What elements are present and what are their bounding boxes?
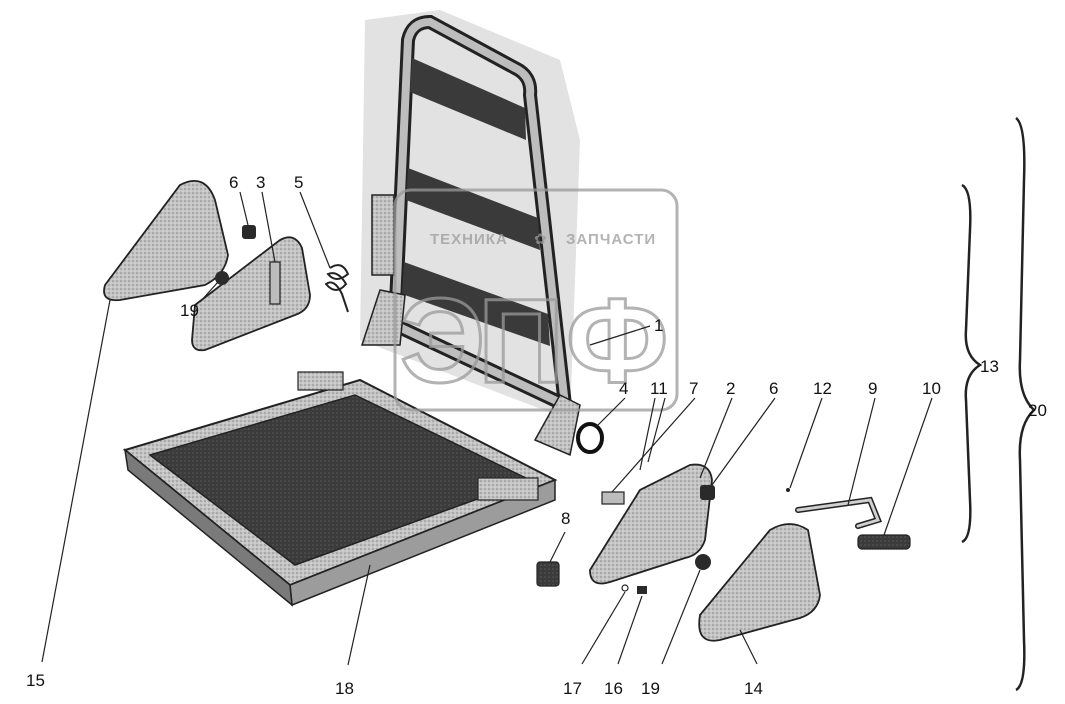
callout-7: 7 — [689, 379, 698, 398]
callout-6b: 6 — [769, 379, 778, 398]
callout-3: 3 — [256, 173, 265, 192]
watermark-letter-1: Э — [400, 274, 485, 408]
right-cap — [695, 554, 711, 570]
left-bolt — [242, 225, 256, 239]
callout-18: 18 — [335, 679, 354, 698]
callout-1: 1 — [654, 316, 663, 335]
callout-19a: 19 — [180, 301, 199, 320]
callout-9: 9 — [868, 379, 877, 398]
left-bracket-pin — [269, 261, 281, 305]
callout-8: 8 — [561, 509, 570, 528]
roller — [536, 561, 560, 587]
right-spring — [576, 422, 604, 454]
callout-19b: 19 — [641, 679, 660, 698]
right-bolt — [700, 485, 715, 500]
watermark-letter-2: П — [478, 274, 564, 408]
screw — [637, 586, 647, 594]
left-cap — [215, 271, 229, 285]
seat-cushion — [122, 371, 558, 607]
callout-17: 17 — [563, 679, 582, 698]
watermark-line-left: ТЕХНИКА — [430, 231, 508, 248]
left-spring — [324, 264, 350, 313]
handle-grip — [857, 534, 911, 550]
small-bushing — [601, 491, 625, 505]
callout-15: 15 — [26, 671, 45, 690]
callout-4: 4 — [619, 379, 628, 398]
callout-2: 2 — [726, 379, 735, 398]
callout-12: 12 — [813, 379, 832, 398]
watermark-line-right: ЗАПЧАСТИ — [566, 231, 656, 248]
right-side-cover — [698, 523, 821, 642]
callout-11: 11 — [650, 379, 668, 398]
brace-20 — [1015, 116, 1036, 692]
washer — [621, 584, 629, 592]
brace-13 — [961, 183, 983, 544]
right-bracket-plate — [589, 463, 713, 585]
pin-12 — [786, 488, 790, 492]
callout-labels: 1 2 3 4 5 6 6 7 8 9 10 11 12 13 14 15 16… — [26, 173, 1047, 698]
callout-10: 10 — [922, 379, 941, 398]
callout-5: 5 — [294, 173, 303, 192]
callout-16: 16 — [604, 679, 623, 698]
callout-13: 13 — [980, 357, 999, 376]
left-side-cover — [103, 180, 229, 302]
watermark-sign: ✿ — [534, 230, 547, 248]
callout-20: 20 — [1028, 401, 1047, 420]
watermark: ТЕХНИКА ЗАПЧАСТИ ✿ Э П Ф — [393, 188, 679, 412]
leader-lines — [41, 191, 933, 666]
callout-6a: 6 — [229, 173, 238, 192]
watermark-letter-3: Ф — [566, 274, 668, 408]
callout-14: 14 — [744, 679, 763, 698]
